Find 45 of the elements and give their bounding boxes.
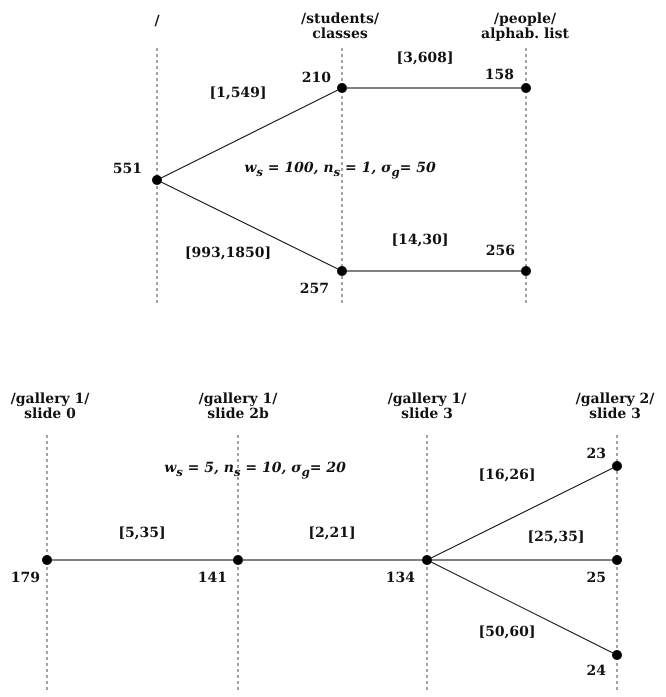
- node-count: 257: [300, 282, 329, 298]
- node-dot: [612, 650, 622, 660]
- connector-line: [430, 468, 614, 558]
- node-count: 24: [586, 664, 606, 680]
- path-header: /gallery 1/ slide 2b: [198, 392, 278, 422]
- node-count: 25: [586, 571, 606, 586]
- path-header: /gallery 1/ slide 0: [10, 392, 90, 422]
- path-header: /people/ alphab. list: [480, 12, 570, 42]
- connector-line: [346, 270, 522, 272]
- node-count: 134: [386, 571, 415, 586]
- node-dot: [337, 266, 347, 276]
- node-dot: [422, 555, 432, 565]
- node-count: 141: [198, 571, 227, 586]
- edge-label: [5,35]: [118, 526, 166, 542]
- node-dot: [612, 555, 622, 565]
- parameter-label: w$_{s}$ = 100, n$_{s}$ = 1, σ$_{g}$= 50: [244, 160, 436, 179]
- edge-label: [993,1850]: [184, 246, 272, 262]
- path-header: /gallery 2/ slide 3: [574, 392, 656, 422]
- node-count: 158: [484, 68, 514, 84]
- edge-label: [16,26]: [478, 468, 536, 484]
- node-dot: [612, 461, 622, 471]
- edge-label: [50,60]: [478, 625, 536, 640]
- connector-line: [160, 182, 338, 270]
- node-count: 210: [302, 71, 331, 86]
- edge-label: [2,21]: [308, 526, 356, 542]
- edge-label: [25,35]: [527, 530, 585, 546]
- node-dot: [521, 266, 531, 276]
- node-dot: [337, 83, 347, 93]
- node-count: 551: [112, 162, 142, 178]
- path-header: /students/ classes: [300, 12, 380, 42]
- node-dot: [233, 555, 243, 565]
- edge-label: [1,549]: [209, 86, 267, 102]
- connector-line: [430, 562, 614, 654]
- node-count: 23: [586, 447, 606, 462]
- connector-line: [160, 90, 338, 178]
- edge-label: [14,30]: [391, 233, 449, 248]
- node-count: 256: [486, 244, 515, 260]
- edge-label: [3,608]: [396, 51, 454, 66]
- node-dot: [152, 175, 162, 185]
- path-header: /: [153, 14, 161, 29]
- parameter-label: w$_{s}$ = 5, n$_{s}$ = 10, σ$_{g}$= 20: [164, 460, 346, 479]
- node-count: 179: [10, 571, 40, 586]
- node-dot: [42, 555, 52, 565]
- node-dot: [521, 83, 531, 93]
- path-header: /gallery 1/ slide 3: [386, 392, 468, 422]
